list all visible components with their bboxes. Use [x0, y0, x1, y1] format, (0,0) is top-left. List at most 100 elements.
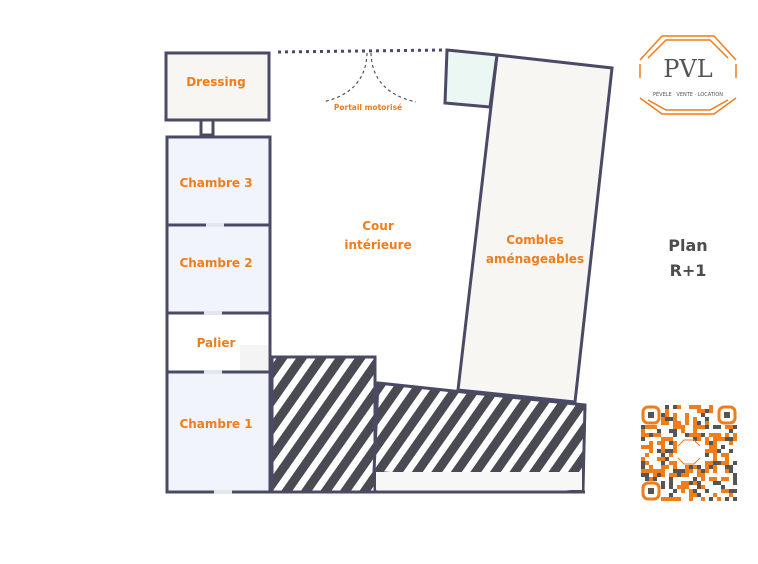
qr-module	[725, 477, 729, 481]
qr-module	[669, 461, 673, 465]
qr-module	[701, 469, 705, 473]
qr-module	[709, 433, 713, 437]
qr-module	[661, 453, 665, 457]
qr-module	[709, 405, 713, 409]
qr-module	[713, 441, 717, 445]
qr-module	[709, 441, 713, 445]
qr-module	[733, 461, 737, 465]
logo-mark: PVL	[663, 55, 712, 83]
qr-module	[717, 461, 721, 465]
qr-module	[665, 417, 669, 421]
qr-module	[681, 485, 685, 489]
qr-module	[681, 481, 685, 485]
qr-module	[641, 461, 645, 465]
qr-module	[641, 445, 645, 449]
qr-module	[709, 465, 713, 469]
label-portail: Portail motorisé	[334, 103, 402, 112]
qr-finder-dot	[724, 412, 730, 418]
qr-module	[705, 441, 709, 445]
qr-finder	[641, 405, 661, 425]
qr-module	[669, 493, 673, 497]
qr-module	[645, 453, 649, 457]
qr-module	[705, 453, 709, 457]
qr-module	[709, 477, 713, 481]
gate-line	[277, 48, 448, 54]
qr-module	[661, 485, 665, 489]
qr-module	[649, 433, 653, 437]
qr-module	[733, 489, 737, 493]
label-cour-2: intérieure	[344, 238, 411, 252]
qr-module	[693, 465, 697, 469]
qr-module	[649, 445, 653, 449]
qr-module	[705, 417, 709, 421]
qr-module	[661, 437, 665, 441]
qr-module	[709, 497, 713, 501]
qr-module	[713, 465, 717, 469]
qr-module	[697, 433, 701, 437]
qr-module	[685, 481, 689, 485]
qr-module	[677, 485, 681, 489]
qr-module	[717, 449, 721, 453]
qr-module	[665, 465, 669, 469]
qr-module	[665, 421, 669, 425]
qr-module	[701, 413, 705, 417]
label-combles-2: aménageables	[486, 252, 584, 266]
qr-module	[669, 477, 673, 481]
room-combles	[456, 53, 614, 404]
qr-module	[697, 465, 701, 469]
qr-module	[713, 469, 717, 473]
qr-module	[729, 449, 733, 453]
qr-module	[689, 493, 693, 497]
qr-module	[649, 441, 653, 445]
hatched-area-left	[270, 355, 377, 494]
qr-finder-dot	[648, 488, 654, 494]
qr-module	[733, 497, 737, 501]
qr-module	[641, 473, 645, 477]
qr-module	[641, 469, 645, 473]
qr-module	[641, 433, 645, 437]
qr-code[interactable]	[640, 404, 738, 502]
label-dressing: Dressing	[186, 75, 246, 89]
qr-module	[693, 437, 697, 441]
qr-module	[661, 481, 665, 485]
label-palier: Palier	[197, 336, 236, 350]
qr-module	[697, 485, 701, 489]
qr-module	[661, 497, 665, 501]
qr-module	[709, 409, 713, 413]
qr-module	[653, 433, 657, 437]
qr-module	[713, 477, 717, 481]
qr-module	[729, 429, 733, 433]
qr-module	[693, 421, 697, 425]
qr-module	[689, 481, 693, 485]
qr-module	[713, 453, 717, 457]
qr-module	[697, 409, 701, 413]
qr-module	[669, 441, 673, 445]
qr-module	[713, 433, 717, 437]
qr-module	[709, 461, 713, 465]
label-chambre-2: Chambre 2	[179, 256, 252, 270]
qr-module	[677, 497, 681, 501]
qr-module	[685, 469, 689, 473]
qr-module	[729, 425, 733, 429]
qr-module	[705, 449, 709, 453]
qr-module	[645, 473, 649, 477]
qr-module	[713, 445, 717, 449]
qr-module	[721, 445, 725, 449]
qr-module	[661, 413, 665, 417]
qr-module	[665, 457, 669, 461]
qr-module	[685, 473, 689, 477]
qr-module	[665, 437, 669, 441]
qr-module	[717, 425, 721, 429]
qr-module	[665, 413, 669, 417]
qr-module	[677, 405, 681, 409]
qr-module	[705, 489, 709, 493]
qr-module	[697, 469, 701, 473]
qr-module	[701, 409, 705, 413]
qr-module	[721, 477, 725, 481]
qr-module	[641, 437, 645, 441]
qr-module	[721, 461, 725, 465]
qr-module	[677, 421, 681, 425]
qr-module	[653, 477, 657, 481]
